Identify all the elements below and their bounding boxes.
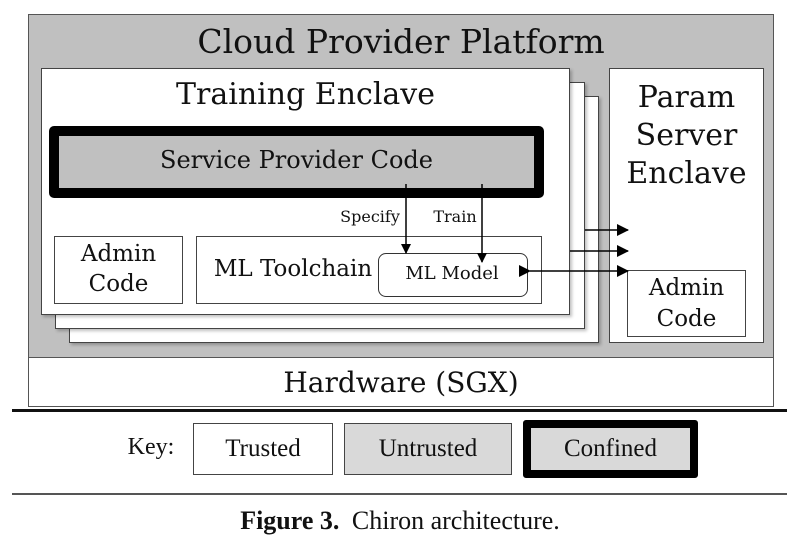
training-admin-code-line1: Admin: [80, 241, 157, 267]
hardware-box: [28, 357, 774, 407]
param-server-title-line3: Enclave: [626, 156, 747, 191]
param-server-title-line2: Server: [635, 118, 738, 153]
key-trusted-label: Trusted: [225, 435, 301, 462]
figure-caption-text: Chiron architecture.: [351, 506, 560, 535]
key-untrusted: [344, 423, 512, 475]
param-admin-code-line2: Code: [656, 306, 717, 332]
figure-caption: Figure 3. Chiron architecture.: [0, 505, 800, 537]
ml-model-box: [378, 253, 528, 297]
param-server-title-line1: Param: [637, 80, 736, 115]
train-arrow-label: Train: [433, 207, 477, 226]
service-provider-code-label: Service Provider Code: [160, 146, 433, 174]
top-divider: [12, 409, 787, 412]
figure-caption-number: Figure 3.: [240, 506, 340, 535]
key-label: Key:: [127, 434, 175, 460]
param-admin-code-box: [627, 270, 746, 337]
key-confined: [523, 420, 698, 478]
param-admin-code-line1: Admin: [648, 275, 725, 301]
specify-arrow-label: Specify: [340, 207, 400, 226]
training-admin-code-line2: Code: [88, 271, 149, 297]
ml-toolchain-label: ML Toolchain: [213, 256, 373, 282]
hardware-label: Hardware (SGX): [283, 366, 519, 399]
ml-model-label: ML Model: [405, 263, 499, 284]
training-admin-code-box: [54, 236, 183, 304]
platform-title: Cloud Provider Platform: [197, 22, 605, 61]
key-confined-label: Confined: [563, 435, 658, 462]
training-enclave-title: Training Enclave: [175, 77, 435, 112]
bottom-divider: [12, 493, 787, 495]
key-untrusted-label: Untrusted: [378, 435, 478, 462]
service-provider-code-box: [49, 126, 544, 198]
key-trusted: [193, 423, 333, 475]
